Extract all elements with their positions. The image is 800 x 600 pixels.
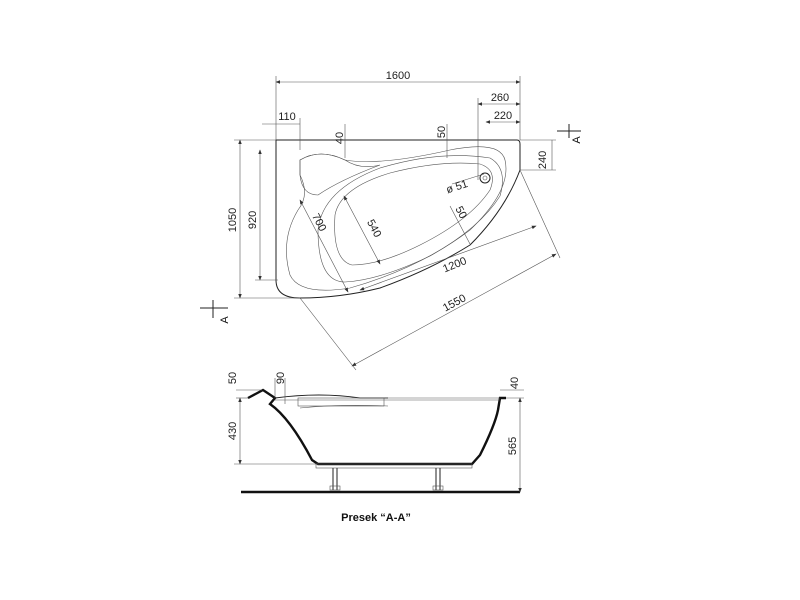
dim-540: 540 <box>364 218 383 240</box>
dim-700: 700 <box>309 212 328 234</box>
dim-50-top: 50 <box>436 126 448 138</box>
dim-430: 430 <box>227 422 239 440</box>
dim-1050: 1050 <box>227 208 239 232</box>
dim-51: ø 51 <box>445 178 470 196</box>
dim-50-section: 50 <box>227 372 239 384</box>
dim-110: 110 <box>278 111 296 123</box>
dim-40-section: 40 <box>509 377 521 389</box>
dim-1550: 1550 <box>441 292 468 314</box>
dim-240: 240 <box>537 151 549 169</box>
dim-40-plan: 40 <box>334 132 346 144</box>
section-caption: Presek “A-A” <box>341 512 411 524</box>
plan-view: 1600 110 40 50 260 220 240 A 1050 <box>200 70 583 371</box>
tub-basin-contour <box>317 155 503 283</box>
dim-220: 220 <box>494 110 512 122</box>
section-mark-bottom: A <box>219 316 231 324</box>
tub-headrest <box>299 153 381 196</box>
dim-1600: 1600 <box>386 70 410 82</box>
dim-260: 260 <box>491 92 509 104</box>
drain-icon <box>479 172 491 184</box>
section-mark-top: A <box>571 136 583 144</box>
section-view: 50 90 430 40 565 Presek “A-A” <box>227 372 524 524</box>
dim-565: 565 <box>507 437 519 455</box>
dim-90: 90 <box>275 372 287 384</box>
dim-1200: 1200 <box>441 255 468 275</box>
dim-920: 920 <box>247 211 259 229</box>
dim-50-drain: 50 <box>452 204 468 220</box>
tub-section-profile <box>247 388 506 466</box>
